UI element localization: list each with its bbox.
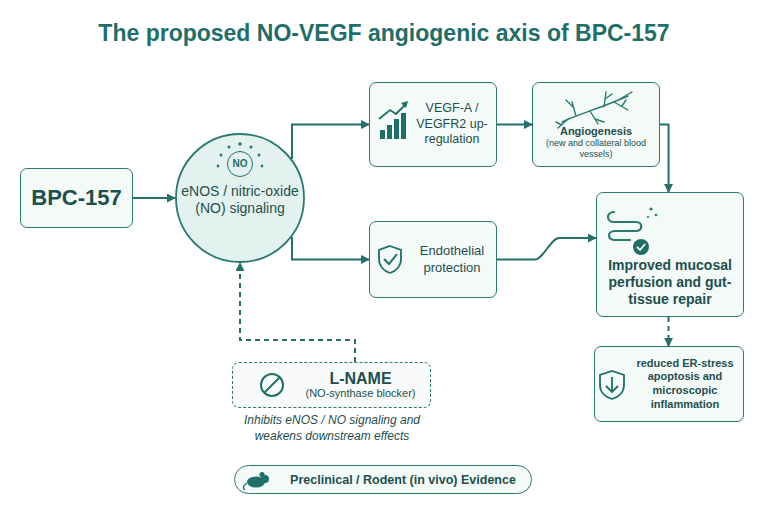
- flow-arrow: [497, 238, 596, 260]
- flow-arrow: [660, 125, 669, 193]
- flow-arrow: [497, 124, 532, 126]
- flow-arrow: [292, 125, 369, 160]
- node-text: Improved mucosal perfusion and gut-tissu…: [603, 257, 737, 307]
- node-text: L-NAME: [329, 370, 391, 388]
- diagram-title: The proposed NO-VEGF angiogenic axis of …: [0, 20, 768, 47]
- circle-shape: [176, 134, 304, 262]
- flow-arrow: [668, 317, 670, 346]
- node-text: reduced ER-stress apoptosis and microsco…: [633, 357, 737, 412]
- node-text: (NO-synthase blocker): [305, 387, 415, 400]
- node-text: BPC-157: [31, 185, 121, 211]
- start-box: BPC-157: [20, 168, 133, 228]
- inhibitor-box: L-NAME(NO-synthase blocker): [232, 362, 431, 408]
- process-box: VEGF-A / VEGFR2 up-regulation: [369, 82, 497, 167]
- node-text: Endothelial protection: [412, 243, 492, 276]
- outcome-box: reduced ER-stress apoptosis and microsco…: [594, 346, 744, 422]
- process-box: Angiogenesis(new and collateral blood ve…: [532, 82, 660, 167]
- node-text: Angiogenesis: [560, 125, 632, 137]
- flow-arrow: [133, 197, 175, 199]
- flow-arrow: [292, 237, 369, 260]
- note-label: Inhibits eNOS / NO signaling and weakens…: [221, 413, 443, 444]
- node-text: (new and collateral blood vessels): [540, 138, 652, 159]
- node-text: eNOS / nitric-oxide (NO) signaling: [181, 183, 299, 217]
- node-text: Preclinical / Rodent (in vivo) Evidence: [290, 473, 516, 487]
- node-text: VEGF-A / VEGFR2 up-regulation: [412, 101, 492, 148]
- evidence-pill: Preclinical / Rodent (in vivo) Evidence: [234, 465, 532, 494]
- outcome-box: Improved mucosal perfusion and gut-tissu…: [596, 192, 744, 317]
- process-box: Endothelial protection: [369, 221, 497, 298]
- signal-circle: NO eNOS / nitric-oxide (NO) signaling: [175, 133, 305, 263]
- flow-arrow: [240, 263, 355, 362]
- node-text: NO: [227, 151, 253, 177]
